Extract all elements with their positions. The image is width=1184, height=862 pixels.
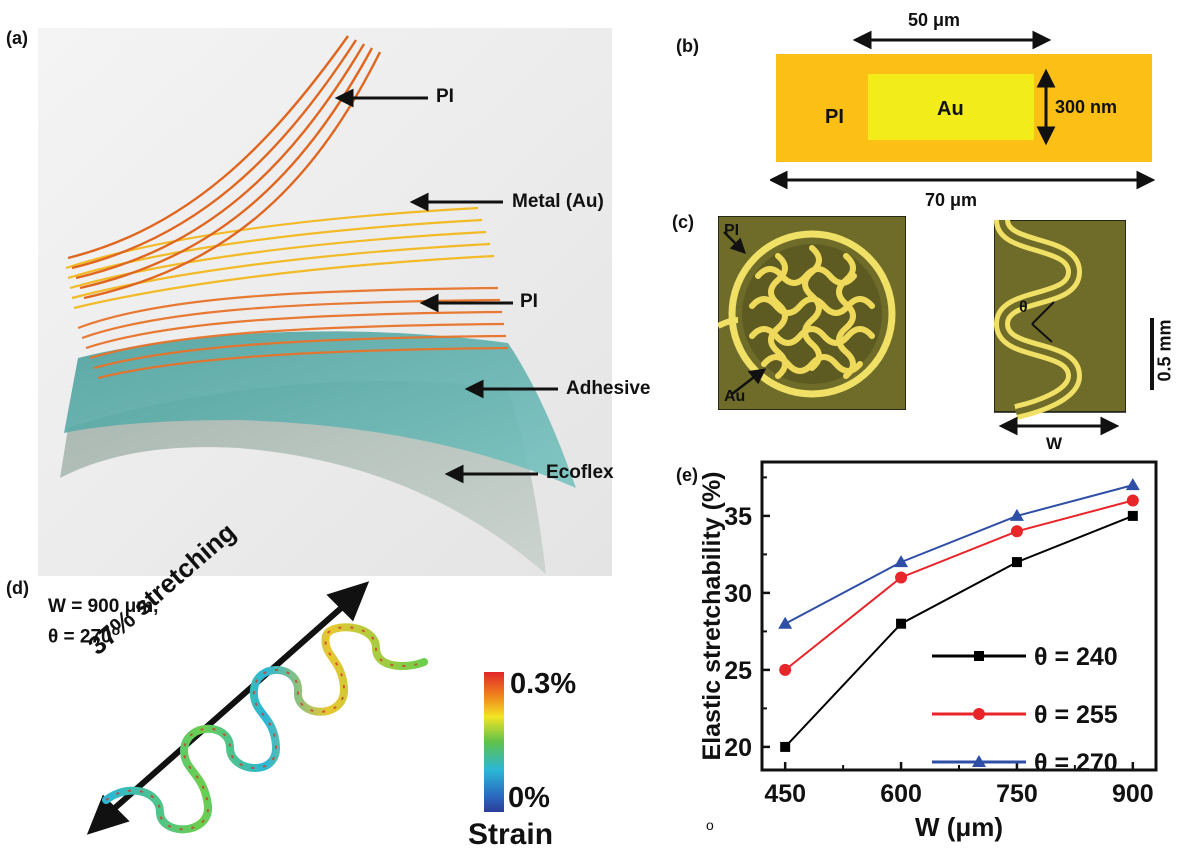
y-axis-label: Elastic stretchability (%) — [698, 472, 726, 761]
data-point — [894, 555, 909, 568]
pi-material-label: PI — [825, 106, 844, 128]
params-theta: θ = 270o — [48, 622, 120, 648]
micrograph-pi-label: PI — [724, 222, 740, 239]
layer-label-metal: Metal (Au) — [512, 191, 604, 212]
au-block — [868, 74, 1034, 140]
stretch-arrow — [86, 581, 370, 835]
colorbar-title: Strain — [468, 818, 554, 851]
layer-label-ecoflex: Ecoflex — [546, 462, 614, 483]
data-point — [896, 618, 907, 629]
scale-bar-label: 0.5 mm — [1154, 319, 1175, 382]
panel-a-label: (a) — [6, 28, 28, 48]
legend-label: θ = 270 — [1034, 749, 1118, 777]
legend-marker — [973, 708, 985, 720]
layer-arrows — [334, 88, 558, 484]
width-bottom-label: 70 μm — [925, 190, 978, 210]
micrograph-circular-mesh — [718, 216, 906, 410]
strain-colorbar — [484, 672, 504, 812]
w-width-label: W — [1046, 434, 1063, 453]
panel-b-label: (b) — [676, 36, 699, 56]
params-w: W = 900 μm, — [48, 596, 159, 617]
series-line — [784, 484, 1134, 625]
data-point — [895, 571, 908, 584]
data-point — [1010, 525, 1023, 538]
x-tick-label: 750 — [996, 780, 1038, 808]
micrograph-serpentine — [994, 220, 1126, 436]
data-point — [1127, 510, 1138, 521]
width-top-label: 50 μm — [908, 10, 961, 30]
stretchability-chart: 450 600 750 900 20 25 30 35 W (μm) Elastic stretc… — [698, 460, 1158, 842]
x-tick-label: 450 — [764, 780, 806, 808]
series-line — [784, 499, 1134, 671]
data-point — [1011, 557, 1022, 568]
legend-marker — [972, 755, 986, 767]
data-point — [778, 616, 793, 629]
data-point — [1009, 508, 1024, 521]
params-theta-text: θ = 270 — [48, 626, 112, 648]
panel-e-label: (e) — [676, 465, 698, 485]
panel-c-label: (c) — [672, 212, 694, 232]
x-tick-label: 600 — [880, 780, 922, 808]
degree-mark: o — [111, 622, 121, 638]
theta-angle-label: θ — [1019, 299, 1028, 316]
data-point — [1126, 494, 1139, 507]
data-point — [780, 741, 791, 752]
layer-label-adhesive: Adhesive — [566, 378, 651, 399]
bottom-pi-mesh — [77, 286, 509, 380]
layer-label-pi-top: PI — [436, 86, 454, 107]
au-material-label: Au — [937, 98, 964, 120]
colorbar-min-label: 0% — [508, 782, 550, 814]
scale-bar — [1150, 318, 1154, 390]
panel-d-label: (d) — [6, 578, 29, 598]
thickness-label: 300 nm — [1055, 97, 1118, 117]
x-tick-label: 900 — [1112, 780, 1154, 808]
adhesive-layer — [64, 331, 576, 488]
series-line — [784, 514, 1134, 748]
stray-mark: o — [706, 817, 714, 833]
micrograph-au-label: Au — [724, 388, 746, 405]
y-tick-label: 25 — [724, 657, 752, 685]
serpentine-strain-map — [102, 623, 428, 834]
data-point — [1125, 478, 1140, 491]
colorbar-max-label: 0.3% — [510, 668, 577, 700]
y-tick-label: 35 — [724, 503, 752, 531]
legend-label: θ = 240 — [1034, 643, 1118, 671]
layer-label-pi-bottom: PI — [520, 291, 538, 312]
layer-stack-illustration — [38, 28, 612, 576]
legend-label: θ = 255 — [1034, 701, 1118, 729]
data-point — [779, 663, 792, 676]
legend-marker — [974, 651, 984, 661]
x-axis-label: W (μm) — [915, 812, 1003, 842]
cross-section-diagram — [770, 30, 1156, 190]
y-tick-label: 20 — [724, 734, 752, 762]
y-tick-label: 30 — [724, 580, 752, 608]
